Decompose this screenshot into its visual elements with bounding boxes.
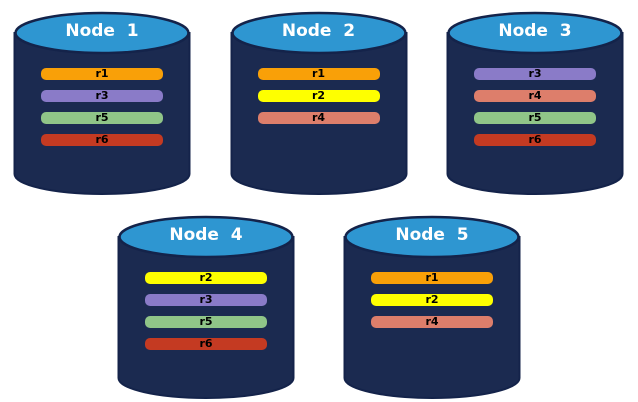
database-node: Node 2 r1 r2 r4 — [228, 5, 410, 197]
replica-bar-r3: r3 — [41, 90, 163, 102]
replica-bar-list: r1 r2 r4 — [371, 272, 493, 338]
replica-bar-r6: r6 — [145, 338, 267, 350]
cylinder-top-ellipse — [344, 215, 520, 259]
database-node: Node 5 r1 r2 r4 — [341, 209, 523, 401]
replica-bar-r2: r2 — [145, 272, 267, 284]
replica-bar-list: r1 r3 r5 r6 — [41, 68, 163, 156]
cylinder-top-ellipse — [230, 11, 407, 55]
cylinder-top-ellipse — [14, 11, 190, 55]
replica-bar-r4: r4 — [474, 90, 596, 102]
replica-bar-r3: r3 — [474, 68, 596, 80]
replica-bar-r4: r4 — [371, 316, 493, 328]
replica-bar-r3: r3 — [145, 294, 267, 306]
replica-bar-r5: r5 — [41, 112, 163, 124]
replica-bar-r5: r5 — [474, 112, 596, 124]
replica-bar-r1: r1 — [41, 68, 163, 80]
replica-bar-r1: r1 — [257, 68, 380, 80]
node-label: Node 3 — [498, 21, 572, 41]
replica-bar-r6: r6 — [41, 134, 163, 146]
cylinder-top-ellipse — [447, 11, 623, 55]
database-node: Node 3 r3 r4 r5 r6 — [444, 5, 626, 197]
database-node: Node 1 r1 r3 r5 r6 — [11, 5, 193, 197]
node-label: Node 2 — [281, 21, 356, 41]
replica-bar-r2: r2 — [371, 294, 493, 306]
node-label: Node 5 — [395, 225, 469, 245]
node-label: Node 4 — [169, 225, 243, 245]
node-row-bottom: Node 4 r2 r3 r5 r6 Node 5 r1 r2 r4 — [0, 197, 638, 401]
replica-bar-r4: r4 — [257, 112, 380, 124]
replica-bar-r5: r5 — [145, 316, 267, 328]
replica-bar-r2: r2 — [257, 90, 380, 102]
node-label: Node 1 — [65, 21, 139, 41]
replica-bar-list: r2 r3 r5 r6 — [145, 272, 267, 360]
replica-bar-list: r3 r4 r5 r6 — [474, 68, 596, 156]
replica-bar-r6: r6 — [474, 134, 596, 146]
node-row-top: Node 1 r1 r3 r5 r6 Node 2 r1 r2 r4 Node 3 r3 r4 r5 r6 — [0, 0, 638, 197]
database-node: Node 4 r2 r3 r5 r6 — [115, 209, 297, 401]
cylinder-top-ellipse — [118, 215, 294, 259]
replica-bar-r1: r1 — [371, 272, 493, 284]
replica-bar-list: r1 r2 r4 — [257, 68, 380, 134]
